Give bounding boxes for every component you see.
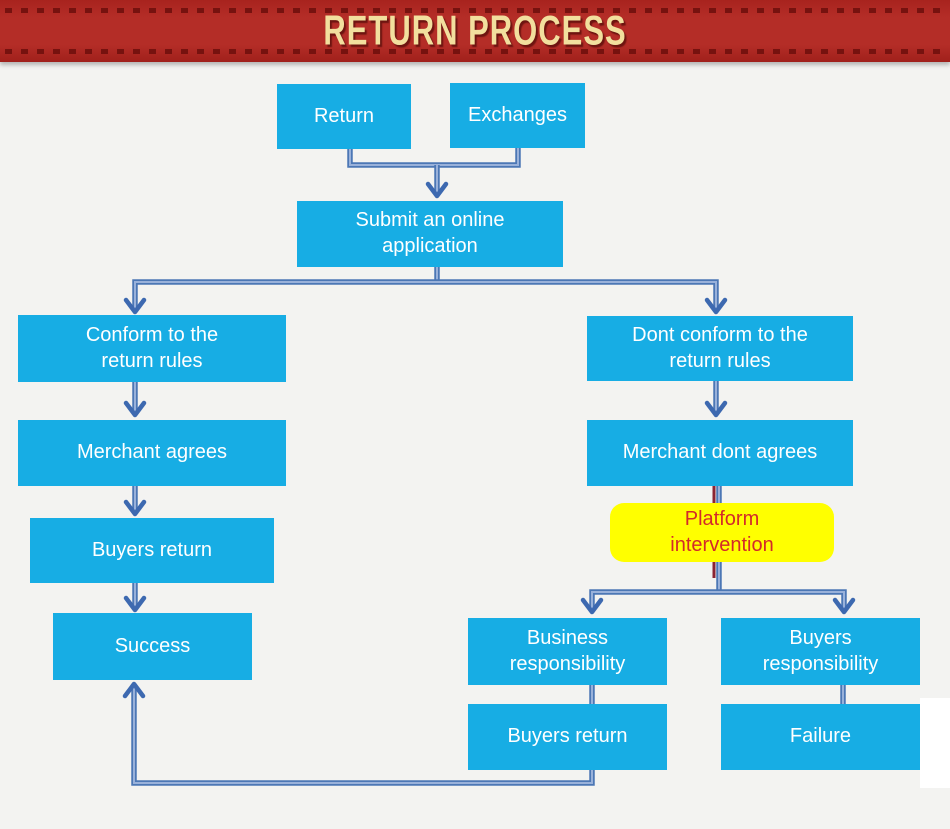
node-exchanges: Exchanges — [450, 83, 585, 148]
header-banner: RETURN PROCESS — [0, 0, 950, 62]
node-success: Success — [53, 613, 252, 680]
node-label: Return — [313, 104, 375, 127]
node-label: Dont conform to the return rules — [632, 323, 808, 372]
arrowhead-down-icon — [123, 595, 147, 613]
node-merchant-dont-agrees: Merchant dont agrees — [587, 420, 853, 486]
background-white-patch — [920, 698, 950, 788]
node-label: Platform intervention — [670, 507, 774, 556]
arrowhead-down-icon — [580, 597, 604, 615]
node-merchant-agrees: Merchant agrees — [18, 420, 286, 486]
arrowhead-down-icon — [123, 499, 147, 517]
node-label: Merchant dont agrees — [622, 441, 818, 464]
node-label: Business responsibility — [509, 626, 626, 675]
node-label: Conform to the return rules — [85, 323, 219, 372]
node-label: Submit an online application — [355, 209, 505, 257]
connector-split-responsibility — [589, 589, 847, 608]
connector-join-top — [347, 148, 521, 168]
node-label: Buyers return — [507, 725, 628, 748]
arrowhead-down-icon — [123, 400, 147, 418]
node-label: Merchant agrees — [76, 441, 228, 464]
banner-dashed-line-top — [5, 8, 945, 13]
node-label: Buyers return — [91, 538, 213, 561]
connector-split-responsibility-core — [591, 591, 845, 608]
node-platform-intervention: Platform intervention — [610, 503, 834, 562]
arrowhead-down-icon — [123, 297, 147, 315]
connector-loop-to-success-core — [133, 688, 593, 784]
node-buyers-responsibility: Buyers responsibility — [721, 618, 920, 685]
arrowhead-down-icon — [425, 181, 449, 199]
arrowhead-down-icon — [832, 597, 856, 615]
node-label: Buyers responsibility — [762, 626, 879, 675]
node-label: Exchanges — [468, 103, 567, 126]
node-failure: Failure — [721, 704, 920, 770]
node-label: Success — [114, 634, 191, 657]
node-buyers-return-bottom: Buyers return — [468, 704, 667, 770]
node-label: Failure — [789, 725, 852, 748]
node-return: Return — [277, 84, 411, 149]
connector-split-row3 — [132, 279, 719, 308]
node-conform-rules: Conform to the return rules — [18, 315, 286, 382]
node-business-responsibility: Business responsibility — [468, 618, 667, 685]
connector-join-top-core — [349, 148, 519, 166]
page-title: RETURN PROCESS — [323, 6, 627, 54]
arrowhead-down-icon — [704, 400, 728, 418]
arrowhead-up-icon — [122, 681, 146, 699]
node-buyers-return-left: Buyers return — [30, 518, 274, 583]
node-submit-application: Submit an online application — [297, 201, 563, 267]
arrowhead-down-icon — [704, 297, 728, 315]
banner-dashed-line-bottom — [5, 49, 945, 54]
node-dont-conform-rules: Dont conform to the return rules — [587, 316, 853, 381]
connector-split-row3-core — [134, 281, 717, 308]
